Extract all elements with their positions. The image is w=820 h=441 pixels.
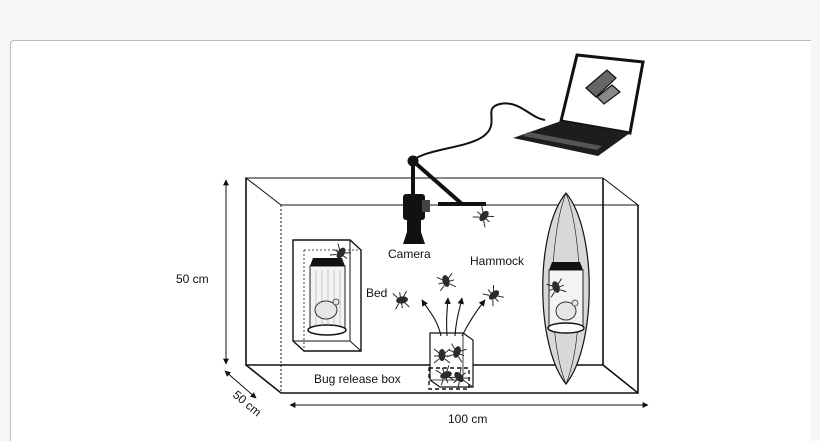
camera-cable bbox=[412, 102, 546, 161]
setup-diagram: 50 cm 50 cm 100 cm Camera Hammock bbox=[176, 53, 649, 426]
bug-icon bbox=[472, 205, 495, 228]
camera-icon bbox=[403, 155, 486, 244]
cage-icon bbox=[307, 258, 347, 336]
height-label: 50 cm bbox=[176, 272, 209, 286]
laptop-icon bbox=[513, 53, 645, 156]
dimension-arrows bbox=[223, 179, 649, 408]
monitor-image-icon bbox=[585, 69, 621, 105]
experiment-setup-figure: 50 cm 50 cm 100 cm Camera Hammock bbox=[176, 50, 651, 432]
bug-icon bbox=[436, 272, 457, 292]
bug-release-box bbox=[428, 332, 474, 390]
bed bbox=[292, 239, 362, 352]
mouse-icon bbox=[555, 299, 579, 321]
bug-icon bbox=[482, 284, 505, 307]
bed-label: Bed bbox=[366, 286, 387, 300]
width-label: 100 cm bbox=[448, 412, 487, 426]
mouse-icon bbox=[314, 298, 340, 320]
cage-icon bbox=[547, 262, 585, 334]
bug-release-box-label: Bug release box bbox=[314, 372, 401, 386]
depth-label: 50 cm bbox=[230, 388, 264, 420]
bug-icon bbox=[392, 290, 410, 310]
hammock bbox=[542, 192, 590, 385]
hammock-label: Hammock bbox=[470, 254, 525, 268]
arena-box bbox=[244, 177, 640, 394]
camera-label: Camera bbox=[388, 247, 431, 261]
depth-arrow bbox=[224, 370, 257, 399]
bug-escape-arrows bbox=[421, 297, 486, 337]
